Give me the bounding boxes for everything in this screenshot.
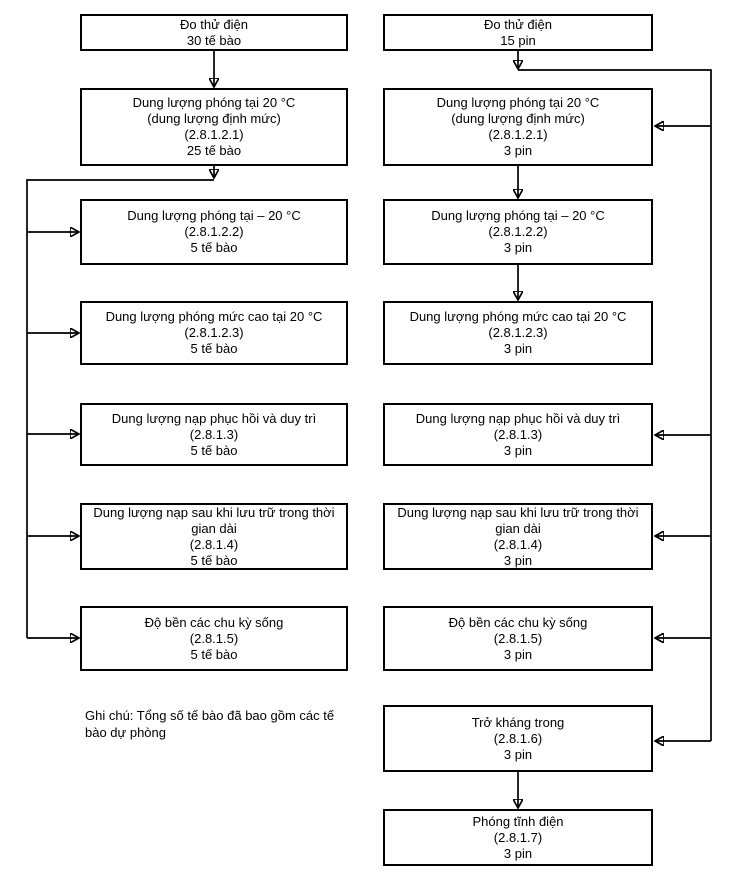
box-text-line: 25 tế bào — [186, 143, 242, 158]
box-text-line: (2.8.1.4) — [493, 536, 543, 552]
flow-box-electrical-test-cells: Đo thử điện 30 tế bào — [80, 14, 348, 51]
box-text-line: (2.8.1.2.3) — [184, 325, 244, 340]
box-text-line: (2.8.1.2.1) — [488, 127, 548, 142]
box-text-line: 3 pin — [503, 552, 533, 568]
flow-box-electrostatic-discharge-batteries: Phóng tĩnh điện (2.8.1.7) 3 pin — [383, 809, 653, 866]
box-text-line: (2.8.1.2.2) — [184, 224, 244, 239]
box-text-line: Đo thử điện — [484, 16, 552, 32]
box-text-line: Dung lượng phóng tại 20 °C — [436, 95, 600, 110]
flow-box-internal-resistance-batteries: Trở kháng trong (2.8.1.6) 3 pin — [383, 705, 653, 772]
flow-box-recovery-charge-cells: Dung lượng nạp phục hồi và duy trì (2.8.… — [80, 403, 348, 466]
box-text-line: Đo thử điện — [180, 16, 248, 32]
box-text-line: 5 tế bào — [190, 646, 238, 662]
box-text-line: 3 pin — [503, 845, 533, 861]
box-text-line: Dung lượng phóng tại 20 °C — [132, 95, 296, 110]
box-text-line: 3 pin — [503, 240, 533, 255]
box-text-line: 3 pin — [503, 442, 533, 458]
box-text-line: (2.8.1.2.2) — [488, 224, 548, 239]
flow-box-discharge-minus-20c-cells: Dung lượng phóng tại – 20 °C (2.8.1.2.2)… — [80, 199, 348, 265]
box-text-line: (dung lượng định mức) — [451, 111, 585, 126]
box-text-line: 5 tế bào — [190, 341, 238, 356]
box-text-line: (2.8.1.2.3) — [488, 325, 548, 340]
box-text-line: (2.8.1.5) — [493, 630, 543, 646]
flow-box-cycle-life-cells: Độ bền các chu kỳ sống (2.8.1.5) 5 tế bà… — [80, 606, 348, 671]
box-text-line: (2.8.1.4) — [189, 536, 239, 552]
box-text-line: 15 pin — [500, 32, 536, 48]
box-text-line: (2.8.1.3) — [189, 426, 239, 442]
flow-box-storage-charge-cells: Dung lượng nạp sau khi lưu trữ trong thờ… — [80, 503, 348, 570]
box-text-line: 3 pin — [503, 143, 533, 158]
box-text-line: Độ bền các chu kỳ sống — [144, 614, 284, 630]
box-text-line: 5 tế bào — [190, 240, 238, 255]
box-text-line: Dung lượng nạp sau khi lưu trữ trong thờ… — [93, 504, 335, 536]
box-text-line: 5 tế bào — [190, 442, 238, 458]
box-text-line: 3 pin — [503, 746, 533, 762]
flow-box-cycle-life-batteries: Độ bền các chu kỳ sống (2.8.1.5) 3 pin — [383, 606, 653, 671]
flow-box-high-rate-discharge-batteries: Dung lượng phóng mức cao tại 20 °C (2.8.… — [383, 301, 653, 365]
box-text-line: (2.8.1.7) — [493, 829, 543, 845]
flow-box-storage-charge-batteries: Dung lượng nạp sau khi lưu trữ trong thờ… — [383, 503, 653, 570]
box-text-line: Dung lượng nạp sau khi lưu trữ trong thờ… — [397, 504, 639, 536]
box-text-line: Dung lượng phóng tại – 20 °C — [127, 208, 301, 223]
box-text-line: Dung lượng nạp phục hồi và duy trì — [415, 410, 621, 426]
box-text-line: 5 tế bào — [190, 552, 238, 568]
flow-box-high-rate-discharge-cells: Dung lượng phóng mức cao tại 20 °C (2.8.… — [80, 301, 348, 365]
flow-box-rated-discharge-capacity-cells: Dung lượng phóng tại 20 °C (dung lượng đ… — [80, 88, 348, 166]
flow-box-rated-discharge-capacity-batteries: Dung lượng phóng tại 20 °C (dung lượng đ… — [383, 88, 653, 166]
note-text: Ghi chú: Tổng số tế bào đã bao gồm các t… — [85, 708, 335, 740]
box-text-line: Dung lượng phóng mức cao tại 20 °C — [105, 309, 323, 324]
box-text-line: Phóng tĩnh điện — [472, 813, 564, 829]
box-text-line: 3 pin — [503, 341, 533, 356]
box-text-line: Trở kháng trong — [471, 714, 565, 730]
flow-box-recovery-charge-batteries: Dung lượng nạp phục hồi và duy trì (2.8.… — [383, 403, 653, 466]
box-text-line: Dung lượng phóng tại – 20 °C — [431, 208, 605, 223]
box-text-line: Dung lượng nạp phục hồi và duy trì — [111, 410, 317, 426]
box-text-line: 30 tế bào — [186, 32, 242, 48]
box-text-line: (2.8.1.2.1) — [184, 127, 244, 142]
box-text-line: (dung lượng định mức) — [147, 111, 281, 126]
box-text-line: 3 pin — [503, 646, 533, 662]
box-text-line: (2.8.1.3) — [493, 426, 543, 442]
box-text-line: (2.8.1.6) — [493, 730, 543, 746]
box-text-line: Dung lượng phóng mức cao tại 20 °C — [409, 309, 627, 324]
box-text-line: (2.8.1.5) — [189, 630, 239, 646]
flow-box-electrical-test-batteries: Đo thử điện 15 pin — [383, 14, 653, 51]
flow-box-discharge-minus-20c-batteries: Dung lượng phóng tại – 20 °C (2.8.1.2.2)… — [383, 199, 653, 265]
box-text-line: Độ bền các chu kỳ sống — [448, 614, 588, 630]
